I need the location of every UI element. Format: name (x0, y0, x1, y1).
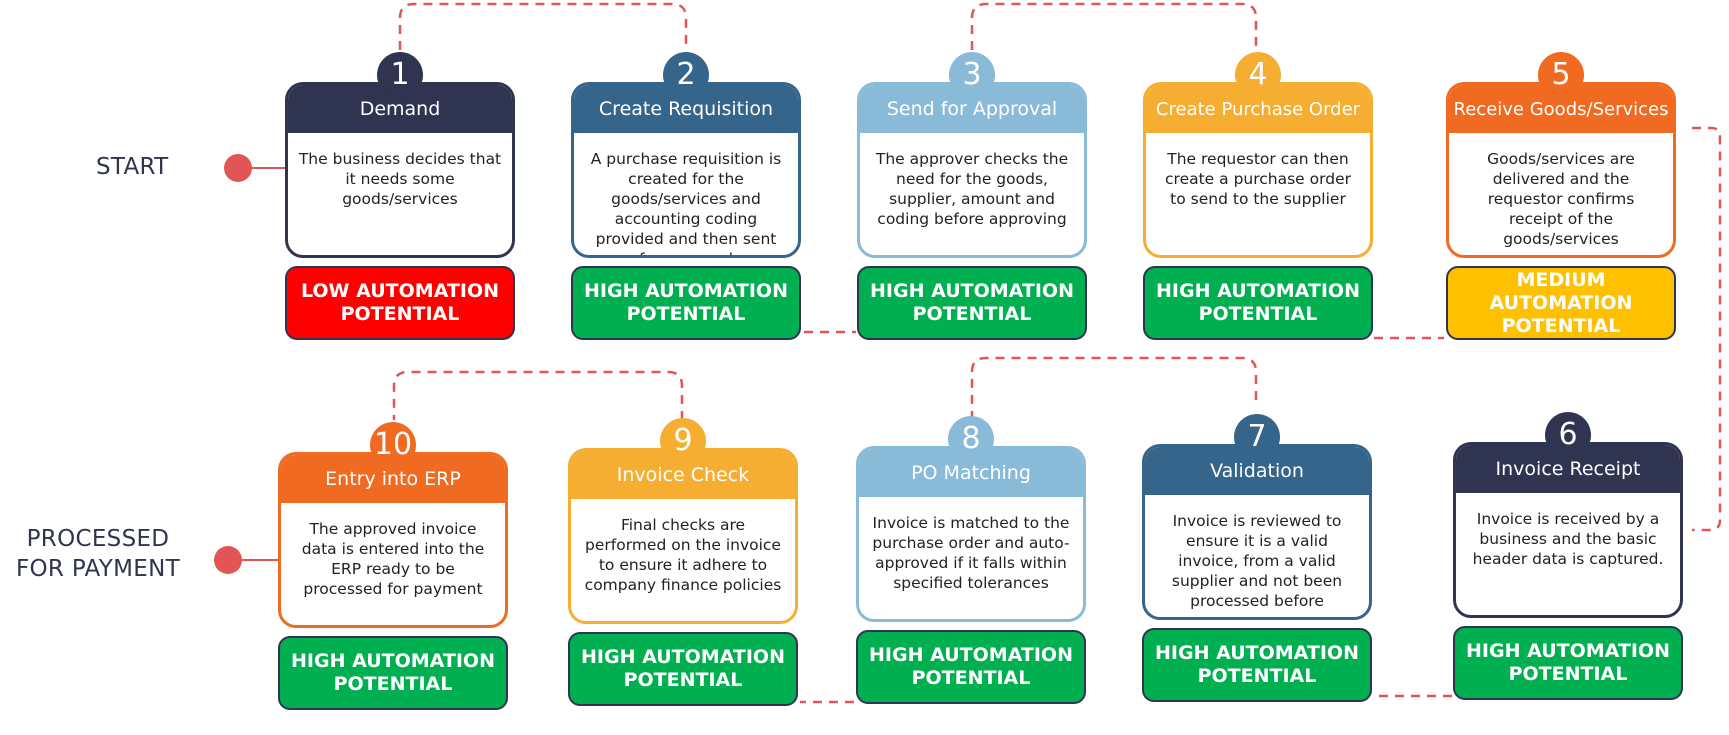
step-card: Send for Approval The approver checks th… (857, 82, 1087, 258)
step-description: Invoice is matched to the purchase order… (872, 514, 1070, 592)
step-description: Invoice is reviewed to ensure it is a va… (1171, 512, 1343, 610)
step-number-badge: 6 (1545, 412, 1591, 458)
start-label: START (96, 154, 169, 180)
step-card: PO Matching Invoice is matched to the pu… (856, 446, 1086, 622)
automation-potential-badge: HIGH AUTOMATION POTENTIAL (857, 266, 1087, 340)
step-description: The business decides that it needs some … (298, 150, 502, 208)
step-description: Final checks are performed on the invoic… (584, 516, 782, 594)
step-3: 3 Send for Approval The approver checks … (857, 52, 1087, 340)
step-number-badge: 8 (948, 416, 994, 462)
step-number-badge: 1 (377, 52, 423, 98)
step-card: Create Requisition A purchase requisitio… (571, 82, 801, 258)
automation-potential-badge: HIGH AUTOMATION POTENTIAL (568, 632, 798, 706)
automation-potential-badge: MEDIUM AUTOMATION POTENTIAL (1446, 266, 1676, 340)
step-1: 1 Demand The business decides that it ne… (285, 52, 515, 340)
step-7: 7 Validation Invoice is reviewed to ensu… (1142, 414, 1372, 702)
step-card: Receive Goods/Services Goods/services ar… (1446, 82, 1676, 258)
step-number-badge: 7 (1234, 414, 1280, 460)
step-description: The requestor can then create a purchase… (1165, 150, 1351, 208)
automation-potential-badge: HIGH AUTOMATION POTENTIAL (1142, 628, 1372, 702)
end-dot (214, 546, 242, 574)
step-card: Validation Invoice is reviewed to ensure… (1142, 444, 1372, 620)
step-6: 6 Invoice Receipt Invoice is received by… (1453, 412, 1683, 700)
end-label-line1: PROCESSED (26, 526, 170, 552)
automation-potential-badge: HIGH AUTOMATION POTENTIAL (1453, 626, 1683, 700)
end-connector (240, 559, 280, 561)
step-card: Create Purchase Order The requestor can … (1143, 82, 1373, 258)
step-number-badge: 3 (949, 52, 995, 98)
start-connector (250, 167, 286, 169)
step-title: Validation (1145, 447, 1369, 495)
connector-1-2 (398, 2, 688, 50)
step-card: Invoice Receipt Invoice is received by a… (1453, 442, 1683, 618)
end-label-line2: FOR PAYMENT (16, 556, 180, 582)
automation-potential-badge: HIGH AUTOMATION POTENTIAL (856, 630, 1086, 704)
step-number-badge: 5 (1538, 52, 1584, 98)
step-number-badge: 9 (660, 418, 706, 464)
step-description: Goods/services are delivered and the req… (1487, 150, 1635, 248)
step-description: The approver checks the need for the goo… (875, 150, 1069, 228)
step-number-badge: 4 (1235, 52, 1281, 98)
automation-potential-badge: HIGH AUTOMATION POTENTIAL (1143, 266, 1373, 340)
step-card: Demand The business decides that it need… (285, 82, 515, 258)
step-description: The approved invoice data is entered int… (301, 520, 485, 598)
step-number-badge: 2 (663, 52, 709, 98)
step-description: Invoice is received by a business and th… (1472, 510, 1664, 568)
step-card: Entry into ERP The approved invoice data… (278, 452, 508, 628)
automation-potential-badge: HIGH AUTOMATION POTENTIAL (571, 266, 801, 340)
connector-5-6 (1692, 126, 1722, 532)
step-number-badge: 10 (370, 422, 416, 468)
step-8: 8 PO Matching Invoice is matched to the … (856, 416, 1086, 704)
step-9: 9 Invoice Check Final checks are perform… (568, 418, 798, 706)
start-dot (224, 154, 252, 182)
step-10: 10 Entry into ERP The approved invoice d… (278, 422, 508, 710)
step-5: 5 Receive Goods/Services Goods/services … (1446, 52, 1676, 340)
step-2: 2 Create Requisition A purchase requisit… (571, 52, 801, 340)
end-label: PROCESSED FOR PAYMENT (16, 524, 180, 584)
connector-7-8 (970, 356, 1258, 420)
connector-9-10 (392, 370, 684, 420)
automation-potential-badge: HIGH AUTOMATION POTENTIAL (278, 636, 508, 710)
connector-3-4 (970, 2, 1258, 50)
step-card: Invoice Check Final checks are performed… (568, 448, 798, 624)
step-4: 4 Create Purchase Order The requestor ca… (1143, 52, 1373, 340)
automation-potential-badge: LOW AUTOMATION POTENTIAL (285, 266, 515, 340)
step-description: A purchase requisition is created for th… (590, 150, 782, 255)
step-title: Entry into ERP (281, 455, 505, 503)
